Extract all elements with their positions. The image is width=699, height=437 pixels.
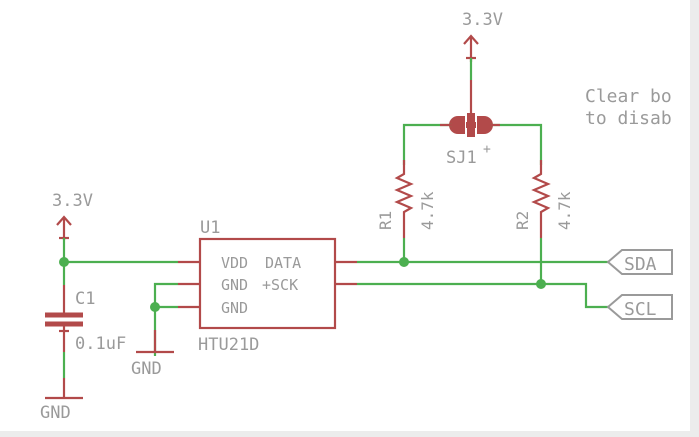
note-text: Clear bo to disab (585, 86, 672, 129)
power-symbol-top: 3.3V (462, 10, 503, 118)
c1-value: 0.1uF (75, 334, 126, 354)
junction-dot (536, 279, 546, 289)
junction-dot (399, 257, 409, 267)
power-label-top: 3.3V (462, 10, 503, 30)
sda-label: SDA (624, 254, 657, 275)
junction-dot (59, 257, 69, 267)
note-line-2: to disab (585, 108, 672, 129)
resistor-r1: R1 4.7k (376, 160, 437, 262)
r1-value: 4.7k (418, 191, 437, 230)
ground-label-cap: GND (40, 403, 71, 423)
ground-label-ic: GND (131, 359, 162, 379)
ground-symbol-cap: GND (40, 396, 83, 423)
r1-ref: R1 (376, 211, 395, 230)
net-label-scl[interactable]: SCL (606, 294, 673, 320)
resistor-icon (531, 160, 551, 238)
viewport-edge-bottom (0, 431, 699, 437)
power-label-left: 3.3V (52, 191, 93, 211)
net-label-sda[interactable]: SDA (606, 249, 673, 275)
r2-ref: R2 (513, 211, 532, 230)
pin-gnd-2: GND (221, 299, 248, 317)
pin-data: DATA (265, 254, 301, 272)
u1-value: HTU21D (198, 335, 259, 355)
pin-vdd: VDD (221, 254, 248, 272)
solder-jumper-sj1: SJ1 + (446, 113, 493, 168)
u1-ref: U1 (200, 218, 220, 238)
resistor-r2: R2 4.7k (513, 160, 574, 285)
power-symbol-left: 3.3V (52, 191, 93, 240)
net-flag-icon (606, 294, 673, 320)
pin-sck: +SCK (262, 276, 298, 294)
ic-u1: U1 HTU21D VDD GND GND DATA +SCK (198, 218, 337, 355)
sj1-suffix: + (483, 142, 491, 157)
viewport-edge-right (690, 0, 699, 437)
c1-ref: C1 (75, 289, 95, 309)
power-arrow-icon (56, 215, 72, 240)
scl-label: SCL (624, 299, 657, 320)
capacitor-c1: C1 0.1uF (45, 289, 126, 398)
pin-gnd-1: GND (221, 276, 248, 294)
note-line-1: Clear bo (585, 86, 672, 107)
ground-symbol-ic: GND (131, 350, 174, 379)
r2-value: 4.7k (555, 191, 574, 230)
sj1-ref: SJ1 (446, 148, 477, 168)
net-flag-icon (606, 249, 673, 275)
junction-dot (150, 302, 160, 312)
resistor-icon (394, 160, 414, 238)
